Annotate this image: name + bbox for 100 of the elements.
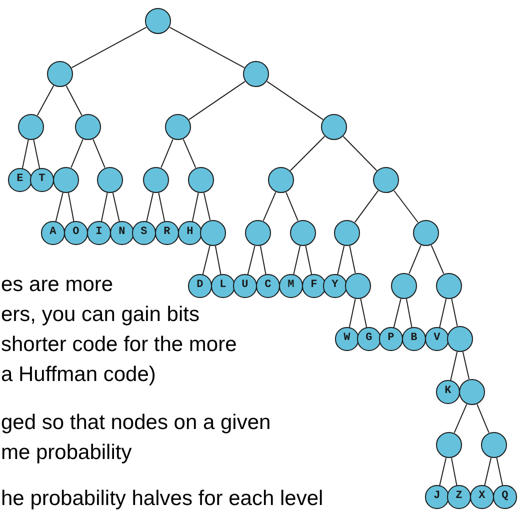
tree-branch-line [290, 136, 326, 172]
tree-branch-line [454, 404, 468, 434]
tree-branch-line [66, 85, 82, 116]
body-text-line: me probability [1, 442, 132, 463]
tree-branch-line [169, 26, 245, 68]
letter-node-circle: D [188, 274, 212, 298]
letter-node-circle: Q [493, 485, 517, 509]
tree-branch-line [55, 192, 64, 222]
letter-node-circle: I [87, 221, 111, 245]
tree-node-circle [188, 166, 214, 194]
body-text-line: es are more [1, 274, 114, 295]
tree-branch-line [286, 192, 298, 222]
letter-node-circle: G [357, 327, 381, 351]
tree-branch-line [112, 192, 120, 222]
tree-node-circle [436, 272, 462, 300]
tree-node-circle [268, 166, 294, 194]
tree-branch-line [439, 457, 446, 486]
tree-node-circle [142, 166, 170, 194]
letter-node-circle: H [178, 221, 202, 245]
letter-node-circle: Y [323, 274, 347, 298]
body-text-line: ged so that nodes on a given [1, 412, 271, 433]
tree-branch-line [71, 26, 147, 68]
tree-node-circle [390, 272, 418, 300]
tree-branch-line [496, 458, 504, 486]
tree-branch-line [70, 138, 84, 168]
tree-branch-line [439, 298, 447, 328]
tree-branch-line [393, 298, 402, 328]
tree-branch-line [36, 85, 54, 116]
tree-branch-line [349, 246, 356, 274]
tree-node-circle [164, 114, 192, 140]
tree-branch-line [354, 190, 379, 223]
tree-node-circle [96, 166, 124, 194]
tree-node-circle [242, 60, 270, 88]
tree-node-circle [244, 220, 272, 246]
tree-node-circle [334, 220, 360, 246]
tree-branch-line [462, 351, 470, 380]
tree-node-circle [436, 432, 462, 458]
tree-branch-line [100, 192, 108, 222]
tree-branch-line [188, 80, 246, 120]
tree-node-circle [144, 8, 172, 34]
tree-branch-line [266, 80, 324, 120]
letter-node-circle: X [470, 485, 494, 509]
tree-branch-line [192, 192, 199, 222]
tree-branch-line [484, 457, 492, 486]
tree-node-circle [344, 272, 372, 300]
tree-node-circle [74, 114, 102, 140]
tree-node-circle [412, 220, 440, 246]
tree-branch-line [247, 245, 256, 276]
tree-node-circle [290, 220, 316, 246]
tree-branch-line [214, 246, 222, 275]
letter-node-circle: A [41, 221, 65, 245]
tree-branch-line [262, 192, 276, 222]
tree-branch-line [451, 298, 458, 326]
letter-node-circle: K [436, 380, 460, 404]
letter-node-circle: R [155, 221, 179, 245]
tree-node-circle [446, 326, 474, 352]
tree-branch-line [68, 192, 74, 222]
tree-branch-line [430, 244, 444, 274]
tree-branch-line [476, 404, 490, 434]
tree-branch-line [342, 136, 378, 171]
tree-node-circle [200, 220, 226, 246]
tree-branch-line [337, 245, 345, 275]
tree-node-circle [320, 114, 348, 140]
tree-node-circle [18, 114, 44, 140]
letter-node-circle: U [233, 274, 257, 298]
tree-node-circle [52, 166, 80, 194]
tree-node-circle [480, 432, 508, 458]
letter-node-circle: O [64, 221, 88, 245]
tree-branch-line [203, 192, 211, 221]
body-text-line: a Huffman code) [1, 364, 156, 385]
letter-node-circle: B [402, 327, 426, 351]
tree-branch-line [406, 298, 412, 328]
letter-node-circle: J [425, 485, 449, 509]
tree-branch-line [305, 246, 312, 275]
tree-branch-line [293, 245, 301, 275]
tree-branch-line [260, 246, 266, 275]
letter-node-circle: T [30, 168, 54, 192]
letter-node-circle: V [425, 327, 449, 351]
letter-node-circle: C [256, 274, 280, 298]
tree-branch-line [408, 244, 422, 274]
tree-branch-line [394, 190, 418, 223]
letter-node-circle: E [8, 168, 32, 192]
tree-node-circle [458, 378, 486, 406]
tree-branch-line [146, 192, 154, 222]
body-text-line: he probability halves for each level [1, 488, 324, 509]
letter-node-circle: M [279, 274, 303, 298]
letter-node-circle: P [379, 327, 403, 351]
tree-branch-line [202, 245, 210, 276]
letter-node-circle: F [302, 274, 326, 298]
tree-branch-line [182, 138, 196, 168]
tree-node-circle [46, 60, 74, 88]
tree-branch-line [92, 138, 106, 168]
body-text-line: shorter code for the more [1, 334, 237, 355]
tree-branch-line [348, 298, 356, 328]
tree-branch-line [360, 298, 368, 328]
tree-branch-line [450, 351, 458, 381]
letter-node-circle: N [110, 221, 134, 245]
letter-node-circle: W [335, 327, 359, 351]
letter-node-circle: Z [447, 485, 471, 509]
tree-branch-line [451, 458, 458, 486]
